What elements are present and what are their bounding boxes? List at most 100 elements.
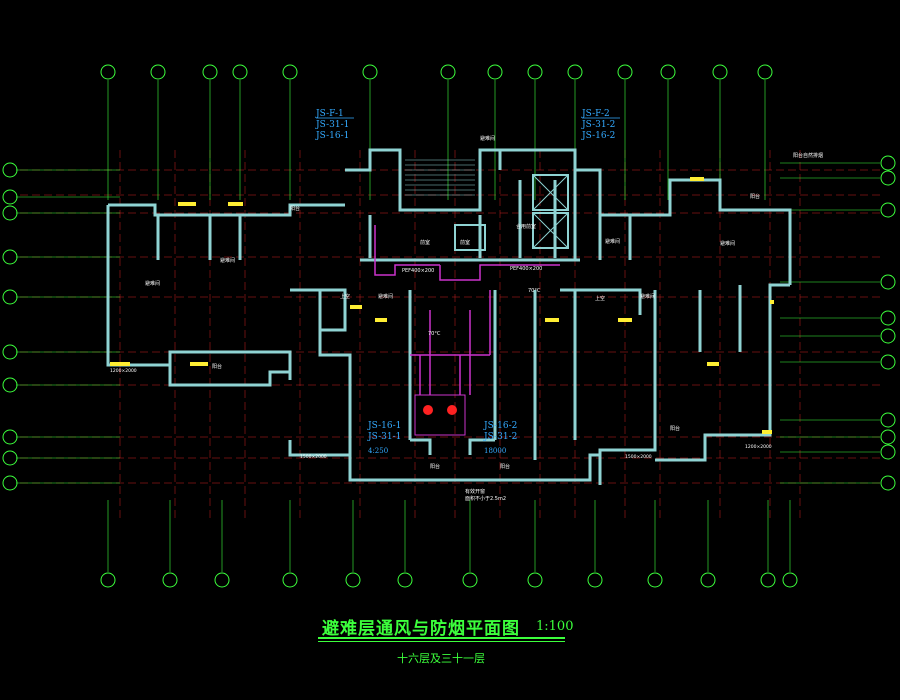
window bbox=[618, 318, 632, 322]
duct-label: 70°C bbox=[428, 331, 441, 337]
axis-bubble bbox=[2, 205, 18, 221]
wall-segment bbox=[288, 440, 600, 482]
axis-bubble bbox=[2, 377, 18, 393]
room-label: 阳台 bbox=[500, 463, 510, 470]
axis-bubble bbox=[760, 572, 776, 588]
axis-bubble bbox=[880, 354, 896, 370]
axis-bubble bbox=[647, 572, 663, 588]
window bbox=[707, 362, 719, 366]
room-label: 避难间 bbox=[145, 280, 160, 287]
elevator-shaft bbox=[532, 212, 569, 249]
wall-segment bbox=[698, 285, 742, 352]
axis-bubble bbox=[700, 572, 716, 588]
wall-segment bbox=[410, 438, 495, 455]
axis-bubble bbox=[100, 572, 116, 588]
equipment-tag: JS-16-2 bbox=[581, 131, 615, 141]
wall-segment bbox=[168, 352, 290, 387]
axis-bubble bbox=[2, 289, 18, 305]
wall-segment bbox=[408, 290, 497, 440]
axis-bubble bbox=[345, 572, 361, 588]
equipment-tag: JS-31-2 bbox=[581, 120, 615, 130]
axis-bubble bbox=[462, 572, 478, 588]
wall-segment bbox=[106, 205, 292, 380]
room-label: 避难间 bbox=[640, 293, 655, 300]
axis-bubble bbox=[440, 64, 456, 80]
wall-segment bbox=[598, 215, 632, 260]
axis-bubble bbox=[202, 64, 218, 80]
axis-bubble bbox=[880, 274, 896, 290]
elevator-shaft bbox=[532, 174, 569, 211]
window bbox=[350, 305, 362, 309]
duct-run bbox=[410, 290, 491, 356]
axis-bubble bbox=[527, 572, 543, 588]
room-labels: 避难间避难间避难间避难间避难间阳台阳台阳台阳台阳台阳台上空上空避难间避难间前室合… bbox=[110, 135, 823, 502]
room-label: 阳台 bbox=[670, 425, 680, 432]
title-underline-thick bbox=[318, 637, 565, 639]
axis-bubble bbox=[2, 475, 18, 491]
axis-bubble bbox=[660, 64, 676, 80]
duct-run bbox=[429, 310, 471, 395]
corner-note: 阳台自然排烟 bbox=[793, 152, 823, 159]
axis-bubble bbox=[2, 429, 18, 445]
axis-bubble bbox=[757, 64, 773, 80]
duct-run bbox=[439, 264, 560, 281]
axis-bubble bbox=[880, 155, 896, 171]
window bbox=[178, 202, 196, 206]
axis-bubble bbox=[880, 444, 896, 460]
room-label: 避难间 bbox=[720, 240, 735, 247]
axis-bubble bbox=[880, 170, 896, 186]
axis-bubble bbox=[214, 572, 230, 588]
vent-note: 面积不小于2.5m2 bbox=[465, 495, 506, 502]
elevator-cross bbox=[532, 212, 569, 249]
drawing-title: 避难层通风与防烟平面图 bbox=[322, 619, 520, 639]
wall-segment bbox=[518, 180, 557, 258]
axis-lines bbox=[2, 64, 896, 588]
axis-bubble bbox=[150, 64, 166, 80]
equipment-tag: JS-31-2 bbox=[483, 432, 517, 442]
axis-bubble bbox=[2, 344, 18, 360]
equipment-tag: JS-31-1 bbox=[367, 432, 401, 442]
windows bbox=[110, 177, 774, 434]
room-label: 避难间 bbox=[605, 238, 620, 245]
room-label: 上空 bbox=[595, 295, 605, 302]
axis-bubble bbox=[2, 162, 18, 178]
wall-segment bbox=[500, 148, 577, 260]
axis-bubble bbox=[162, 572, 178, 588]
tag-extra: 18000 bbox=[484, 447, 506, 455]
axis-bubble bbox=[880, 328, 896, 344]
room-label: 合用前室 bbox=[516, 223, 536, 230]
window bbox=[762, 430, 772, 434]
duct-label: 70°C bbox=[528, 288, 541, 294]
window bbox=[190, 362, 208, 366]
smoke-fan-icon bbox=[447, 405, 457, 415]
room-label: 避难间 bbox=[480, 135, 495, 142]
tag-extra: 4:250 bbox=[368, 447, 388, 455]
duct-shaft bbox=[414, 394, 466, 436]
axis-bubble bbox=[880, 310, 896, 326]
axis-bubble bbox=[782, 572, 798, 588]
wall-segment bbox=[108, 203, 345, 217]
equipment-tags: JS-F-1JS-31-1JS-16-1JS-F-2JS-31-2JS-16-2… bbox=[315, 109, 620, 455]
equipment-tag: JS-16-2 bbox=[483, 421, 517, 431]
ventilation-ducts bbox=[374, 225, 560, 436]
axis-bubble bbox=[712, 64, 728, 80]
wall-segment bbox=[345, 148, 502, 212]
walls bbox=[106, 148, 792, 485]
room-label: 阳台 bbox=[750, 193, 760, 200]
duct-label: PEF400×200 bbox=[402, 268, 434, 274]
room-label: 避难间 bbox=[220, 257, 235, 264]
window-note: 1500×2000 bbox=[625, 454, 652, 460]
axis-bubble bbox=[362, 64, 378, 80]
title-underline-thin bbox=[318, 641, 565, 642]
equipment-tag: JS-31-1 bbox=[315, 120, 349, 130]
duct-run bbox=[419, 355, 461, 395]
window bbox=[375, 318, 387, 322]
room-label: 上空 bbox=[340, 293, 350, 300]
window bbox=[228, 202, 243, 206]
axis-bubble bbox=[527, 64, 543, 80]
window bbox=[545, 318, 559, 322]
wall-segment bbox=[290, 288, 347, 332]
equipment-tag: JS-F-2 bbox=[581, 109, 610, 119]
axis-bubble bbox=[2, 249, 18, 265]
